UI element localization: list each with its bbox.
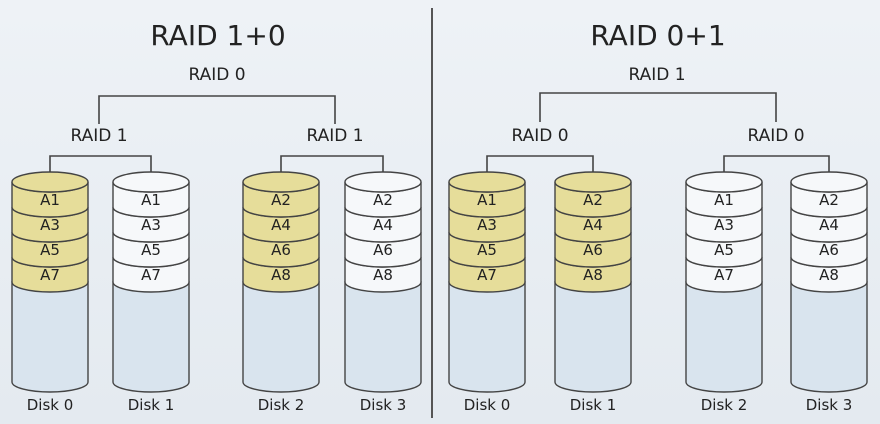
disk-top xyxy=(242,171,320,193)
block-label: A3 xyxy=(141,216,161,234)
raid10-group-bracket-1 xyxy=(280,155,384,172)
block-label: A3 xyxy=(714,216,734,234)
block-label: A1 xyxy=(141,191,161,209)
disk-body xyxy=(11,281,89,393)
block-label: A5 xyxy=(477,241,497,259)
block-label: A3 xyxy=(40,216,60,234)
raid01-title: RAID 0+1 xyxy=(590,19,725,52)
disk-body xyxy=(685,281,763,393)
block-label: A8 xyxy=(819,266,839,284)
block-label: A4 xyxy=(373,216,393,234)
disk-label: Disk 2 xyxy=(701,396,748,414)
disk-label: Disk 2 xyxy=(258,396,305,414)
block-label: A4 xyxy=(819,216,839,234)
raid01-group-label-0: RAID 0 xyxy=(511,126,568,146)
raid10-top-label: RAID 0 xyxy=(188,65,245,85)
block-label: A2 xyxy=(583,191,603,209)
disk-top xyxy=(344,171,422,193)
block-label: A4 xyxy=(583,216,603,234)
disk-label: Disk 0 xyxy=(464,396,511,414)
disk-label: Disk 3 xyxy=(360,396,407,414)
disk-top xyxy=(790,171,868,193)
block-label: A2 xyxy=(373,191,393,209)
disk-body xyxy=(242,281,320,393)
block-label: A8 xyxy=(373,266,393,284)
block-label: A1 xyxy=(477,191,497,209)
disk-top xyxy=(11,171,89,193)
raid10-group-bracket-0 xyxy=(49,155,152,172)
disk-body xyxy=(448,281,526,393)
block-label: A7 xyxy=(40,266,60,284)
raid10-top-bracket xyxy=(98,95,336,124)
block-label: A8 xyxy=(583,266,603,284)
disk-top xyxy=(448,171,526,193)
block-label: A3 xyxy=(477,216,497,234)
block-label: A5 xyxy=(714,241,734,259)
disk-top xyxy=(112,171,190,193)
raid10-title: RAID 1+0 xyxy=(150,19,285,52)
disk-label: Disk 3 xyxy=(806,396,853,414)
disk-body xyxy=(112,281,190,393)
disk-label: Disk 1 xyxy=(570,396,617,414)
raid01-group-bracket-0 xyxy=(486,155,594,172)
disk-body xyxy=(554,281,632,393)
raid01-top-label: RAID 1 xyxy=(628,65,685,85)
block-label: A6 xyxy=(373,241,393,259)
raid01-group-label-1: RAID 0 xyxy=(747,126,804,146)
block-label: A4 xyxy=(271,216,291,234)
block-label: A5 xyxy=(40,241,60,259)
block-label: A6 xyxy=(271,241,291,259)
block-label: A7 xyxy=(714,266,734,284)
block-label: A6 xyxy=(583,241,603,259)
block-label: A5 xyxy=(141,241,161,259)
block-label: A2 xyxy=(271,191,291,209)
raid10-group-label-0: RAID 1 xyxy=(70,126,127,146)
disk-top xyxy=(685,171,763,193)
disk-label: Disk 1 xyxy=(128,396,175,414)
raid01-top-bracket xyxy=(539,92,777,122)
disk-body xyxy=(344,281,422,393)
block-label: A6 xyxy=(819,241,839,259)
disk-label: Disk 0 xyxy=(27,396,74,414)
block-label: A1 xyxy=(714,191,734,209)
raid01-group-bracket-1 xyxy=(723,155,830,172)
block-label: A8 xyxy=(271,266,291,284)
disk-top xyxy=(554,171,632,193)
block-label: A2 xyxy=(819,191,839,209)
block-label: A1 xyxy=(40,191,60,209)
block-label: A7 xyxy=(141,266,161,284)
disk-body xyxy=(790,281,868,393)
block-label: A7 xyxy=(477,266,497,284)
raid10-group-label-1: RAID 1 xyxy=(306,126,363,146)
